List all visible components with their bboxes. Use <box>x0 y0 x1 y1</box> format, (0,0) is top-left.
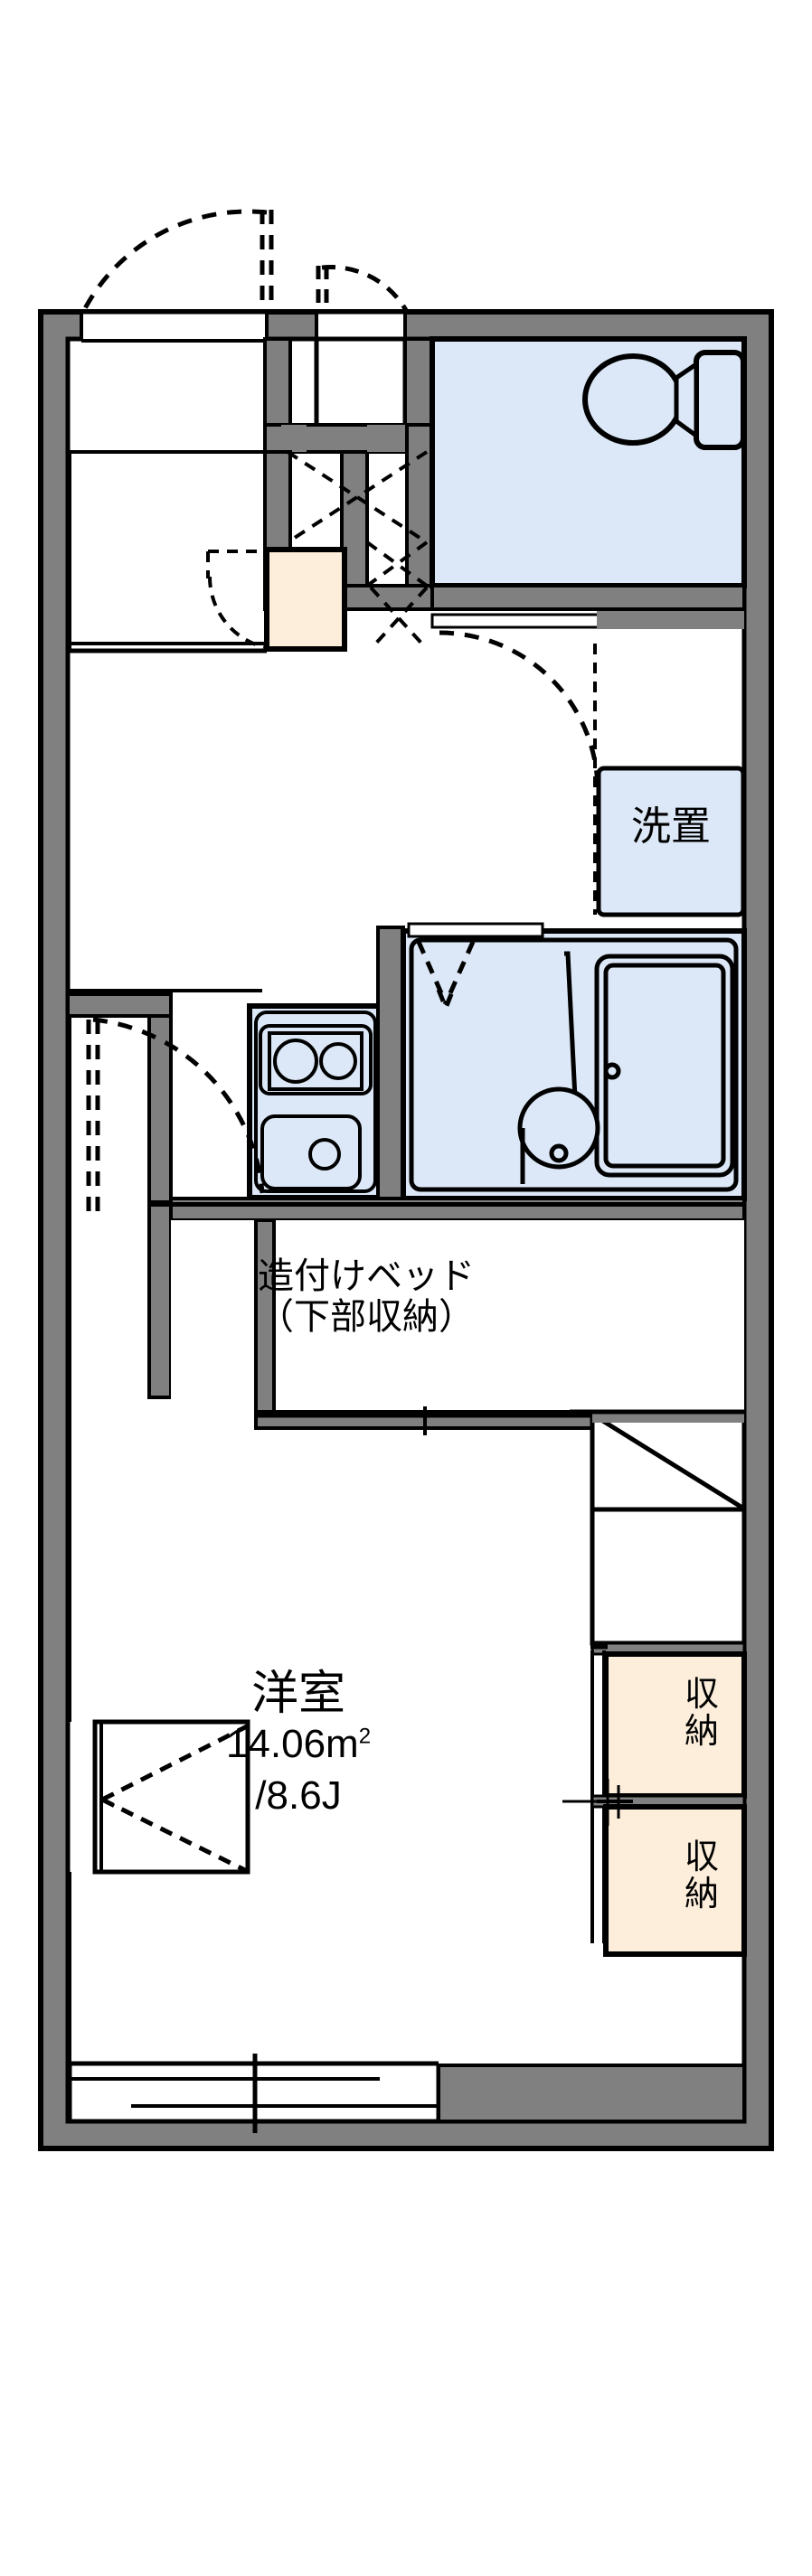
washer-space-label: 洗置 <box>631 804 711 849</box>
shoe-cabinet-icon <box>206 547 347 652</box>
toilet-washer-divider-wall <box>430 584 746 629</box>
washbasin-icon <box>517 951 600 1184</box>
main-room-area: 14.06m2 <box>154 1722 443 1766</box>
toilet-door-opening <box>315 309 407 343</box>
main-room-area-unit-sup: 2 <box>358 1724 372 1749</box>
closet-lower <box>562 1779 747 1957</box>
closet-upper-label: 収 納 <box>684 1676 719 1752</box>
casement-window-icon <box>92 1719 250 1875</box>
bottom-right-wall <box>437 2064 746 2123</box>
sliding-glass-door-icon <box>67 2054 441 2133</box>
corridor-folding-door-icon <box>286 450 429 651</box>
entrance-door-swing-icon <box>80 209 274 314</box>
built-in-bed-area <box>171 1218 744 1435</box>
kitchen-bed-divider <box>147 1197 746 1399</box>
two-burner-stove-icon <box>259 1024 373 1095</box>
genkan-step-line <box>68 450 267 653</box>
toilet-door-swing-icon <box>316 264 410 314</box>
washer-space <box>593 644 746 917</box>
bathtub-icon <box>594 954 735 1178</box>
built-in-bed-label-line1: 造付けベッド <box>258 1256 475 1296</box>
toilet-icon <box>582 350 746 450</box>
main-room-area-value: 14.06m <box>225 1722 359 1766</box>
built-in-bed-label-line2: （下部収納） <box>258 1296 475 1337</box>
bath-folding-door-icon <box>416 940 476 1014</box>
closet-upper <box>590 1641 747 1943</box>
main-room-jo: /8.6J <box>255 1773 342 1818</box>
upper-shelf-area <box>570 1409 747 1646</box>
closet-lower-label: 収 納 <box>684 1838 719 1914</box>
hallway-door-swing-icon <box>86 1017 265 1211</box>
main-room-name: 洋室 <box>250 1668 345 1720</box>
hallway-left-wall <box>66 989 262 1204</box>
sink-icon <box>260 1114 362 1190</box>
room-door-swing-icon <box>439 630 600 792</box>
entrance-hall <box>80 309 269 343</box>
built-in-bed-label: 造付けベッド（下部収納） <box>158 1256 574 1338</box>
